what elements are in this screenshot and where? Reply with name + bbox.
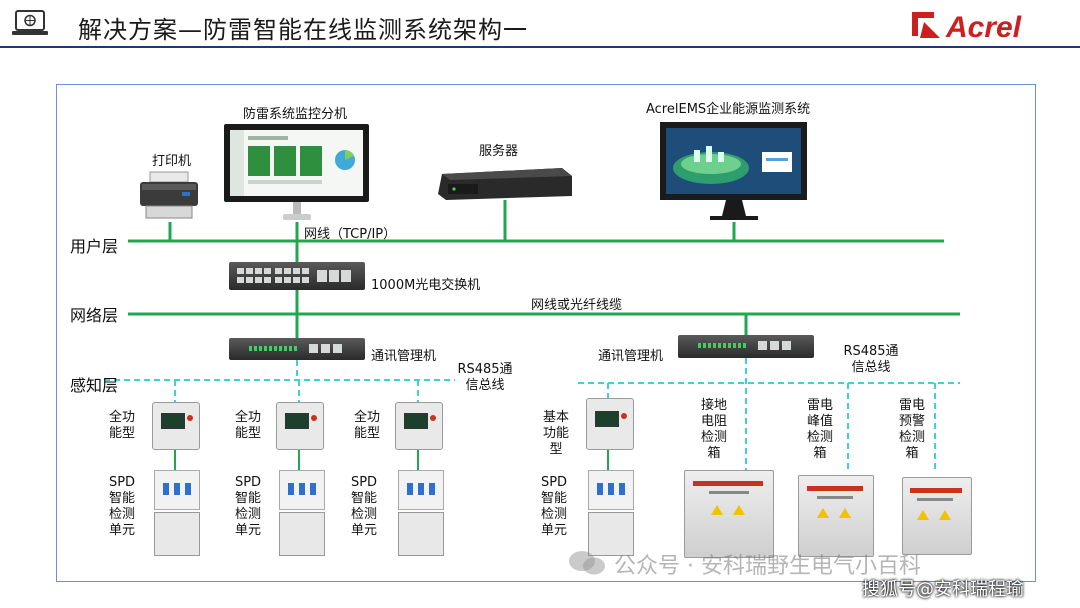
- spd-3-label: SPD 智能 检测 单元: [342, 475, 386, 539]
- spd-4-label: SPD 智能 检测 单元: [532, 475, 576, 539]
- laptop-icon: [10, 9, 50, 37]
- meter-4-label: 基本 功能 型: [536, 410, 576, 458]
- spd-2-label-line4: 单元: [234, 523, 261, 538]
- box-2-label-line3: 检测: [806, 430, 833, 445]
- spd-2-label-line2: 智能: [234, 491, 261, 506]
- spd-device-2: [279, 470, 325, 556]
- spd-4-label-line4: 单元: [540, 523, 567, 538]
- spd-4-label-line3: 检测: [540, 507, 567, 522]
- rs485-right-line1: RS485通: [843, 344, 899, 359]
- acrel-logo: Acrel: [910, 6, 1070, 44]
- comm-manager-left-label: 通讯管理机: [371, 349, 437, 364]
- ems-screen: [660, 122, 807, 200]
- box-1-label-line1: 接地: [700, 398, 727, 413]
- lightning-warning-box: [902, 477, 972, 555]
- box-1-label-line4: 箱: [707, 446, 721, 461]
- box-3-label-line3: 检测: [898, 430, 925, 445]
- svg-text:Acrel: Acrel: [945, 11, 1022, 44]
- spd-1-label: SPD 智能 检测 单元: [100, 475, 144, 539]
- comm-manager-right-device: [678, 335, 814, 358]
- layer-label-sensing: 感知层: [70, 376, 119, 395]
- rs485-left-line1: RS485通: [457, 362, 513, 377]
- box-2-label-line4: 箱: [813, 446, 827, 461]
- box-1-label-line2: 电阻: [700, 414, 727, 429]
- spd-2-label-line3: 检测: [234, 507, 261, 522]
- spd-3-label-line3: 检测: [350, 507, 377, 522]
- cable-label: 网线（TCP/IP）: [304, 227, 397, 242]
- wechat-watermark: 公众号 · 安科瑞野生电气小百科: [614, 554, 921, 579]
- switch-label: 1000M光电交换机: [371, 278, 481, 293]
- grounding-resistance-box: [684, 470, 774, 558]
- rs485-left-label: RS485通 信总线: [456, 362, 514, 394]
- header-divider: [0, 46, 1080, 48]
- box-1-label: 接地 电阻 检测 箱: [694, 398, 734, 462]
- meter-4-label-line3: 型: [549, 442, 563, 457]
- spd-3-label-line4: 单元: [350, 523, 377, 538]
- meter-1-label-line2: 能型: [108, 426, 135, 441]
- sohu-watermark: 搜狐号@安科瑞程瑜: [862, 579, 1024, 600]
- meter-1-label: 全功 能型: [102, 410, 142, 442]
- spd-1-label-line1: SPD: [108, 475, 136, 490]
- server-icon: [436, 166, 573, 202]
- comm-manager-left-device: [229, 338, 365, 360]
- spd-device-1: [154, 470, 200, 556]
- meter-1-label-line1: 全功: [108, 410, 135, 425]
- spd-4-label-line2: 智能: [540, 491, 567, 506]
- box-1-label-line3: 检测: [700, 430, 727, 445]
- printer-label: 打印机: [152, 154, 192, 169]
- diagram-frame: [56, 84, 1036, 582]
- monitor-pc-screen: [224, 124, 369, 202]
- meter-3-label-line1: 全功: [353, 410, 380, 425]
- spd-2-label: SPD 智能 检测 单元: [226, 475, 270, 539]
- optical-switch-device: [229, 262, 365, 290]
- rs485-right-label: RS485通 信总线: [842, 344, 900, 376]
- box-3-label-line4: 箱: [905, 446, 919, 461]
- server-label: 服务器: [479, 144, 519, 159]
- comm-manager-right-label: 通讯管理机: [598, 349, 664, 364]
- spd-device-4: [588, 470, 634, 556]
- meter-4-label-line2: 功能: [542, 426, 569, 441]
- lightning-peak-box: [798, 475, 874, 557]
- box-2-label-line1: 雷电: [806, 398, 833, 413]
- meter-2-label: 全功 能型: [228, 410, 268, 442]
- box-3-label-line1: 雷电: [898, 398, 925, 413]
- wechat-icon: [566, 548, 608, 578]
- page-title: 解决方案—防雷智能在线监测系统架构一: [78, 16, 528, 44]
- meter-device-1: [152, 402, 200, 450]
- monitor-stand: [283, 202, 311, 222]
- ems-stand: [706, 200, 762, 222]
- spd-4-label-line1: SPD: [540, 475, 568, 490]
- box-3-label: 雷电 预警 检测 箱: [892, 398, 932, 462]
- box-3-label-line2: 预警: [898, 414, 925, 429]
- box-2-label-line2: 峰值: [806, 414, 833, 429]
- meter-3-label-line2: 能型: [353, 426, 380, 441]
- fiber-label: 网线或光纤线缆: [531, 298, 623, 313]
- spd-1-label-line4: 单元: [108, 523, 135, 538]
- spd-device-3: [398, 470, 444, 556]
- meter-device-4: [586, 398, 634, 450]
- spd-1-label-line2: 智能: [108, 491, 135, 506]
- monitor-pc-label: 防雷系统监控分机: [243, 107, 348, 122]
- ems-label: AcrelEMS企业能源监测系统: [646, 102, 811, 117]
- layer-label-user: 用户层: [70, 237, 119, 256]
- meter-2-label-line1: 全功: [234, 410, 261, 425]
- meter-2-label-line2: 能型: [234, 426, 261, 441]
- layer-label-network: 网络层: [70, 306, 119, 325]
- spd-2-label-line1: SPD: [234, 475, 262, 490]
- rs485-left-line2: 信总线: [465, 378, 505, 393]
- rs485-right-line2: 信总线: [851, 360, 891, 375]
- meter-4-label-line1: 基本: [542, 410, 569, 425]
- printer-icon: [136, 170, 202, 220]
- meter-device-3: [395, 402, 443, 450]
- meter-3-label: 全功 能型: [347, 410, 387, 442]
- box-2-label: 雷电 峰值 检测 箱: [800, 398, 840, 462]
- spd-3-label-line1: SPD: [350, 475, 378, 490]
- spd-1-label-line3: 检测: [108, 507, 135, 522]
- spd-3-label-line2: 智能: [350, 491, 377, 506]
- meter-device-2: [276, 402, 324, 450]
